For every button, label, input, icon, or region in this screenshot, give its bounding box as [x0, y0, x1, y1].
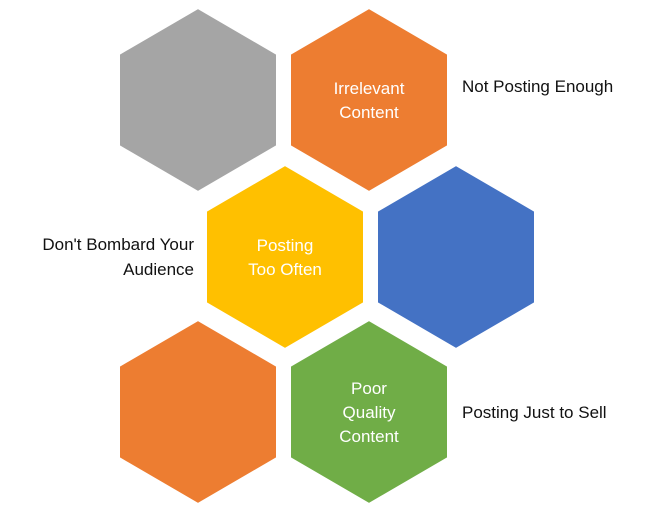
- hexagon-shape-posting-too-often: [205, 163, 365, 351]
- hexagon-label-irrelevant-content-line-2: Content: [339, 103, 399, 122]
- hexagon-label-irrelevant-content-line-1: Irrelevant: [334, 79, 405, 98]
- hexagon-shape-blue-mid-right: [376, 163, 536, 351]
- label-dont-bombard-your-audience: Don't Bombard Your Audience: [14, 232, 194, 282]
- hexagon-label-poor-quality-content-line-2: Quality: [343, 403, 396, 422]
- hexagon-shape-irrelevant-content: [289, 6, 449, 194]
- hexagon-label-poor-quality-content-line-3: Content: [339, 427, 399, 446]
- hexagon-orange-bottom-left: [118, 318, 278, 506]
- hexagon-gray-top-left: [118, 6, 278, 194]
- hexagon-label-posting-too-often-line-2: Too Often: [248, 260, 322, 279]
- label-posting-just-to-sell: Posting Just to Sell: [462, 403, 607, 422]
- label-dont-bombard-line2: Audience: [123, 260, 194, 279]
- hexagon-label-poor-quality-content-line-1: Poor: [351, 379, 387, 398]
- hexagon-label-posting-too-often-line-1: Posting: [257, 236, 314, 255]
- hexagon-shape-gray-top-left: [118, 6, 278, 194]
- label-not-posting-enough: Not Posting Enough: [462, 77, 614, 96]
- hexagon-shape-poor-quality-content: [289, 318, 449, 506]
- label-dont-bombard-line1: Don't Bombard Your: [42, 235, 194, 254]
- hexagon-blue-mid-right: [376, 163, 536, 351]
- hexagon-shape-orange-bottom-left: [118, 318, 278, 506]
